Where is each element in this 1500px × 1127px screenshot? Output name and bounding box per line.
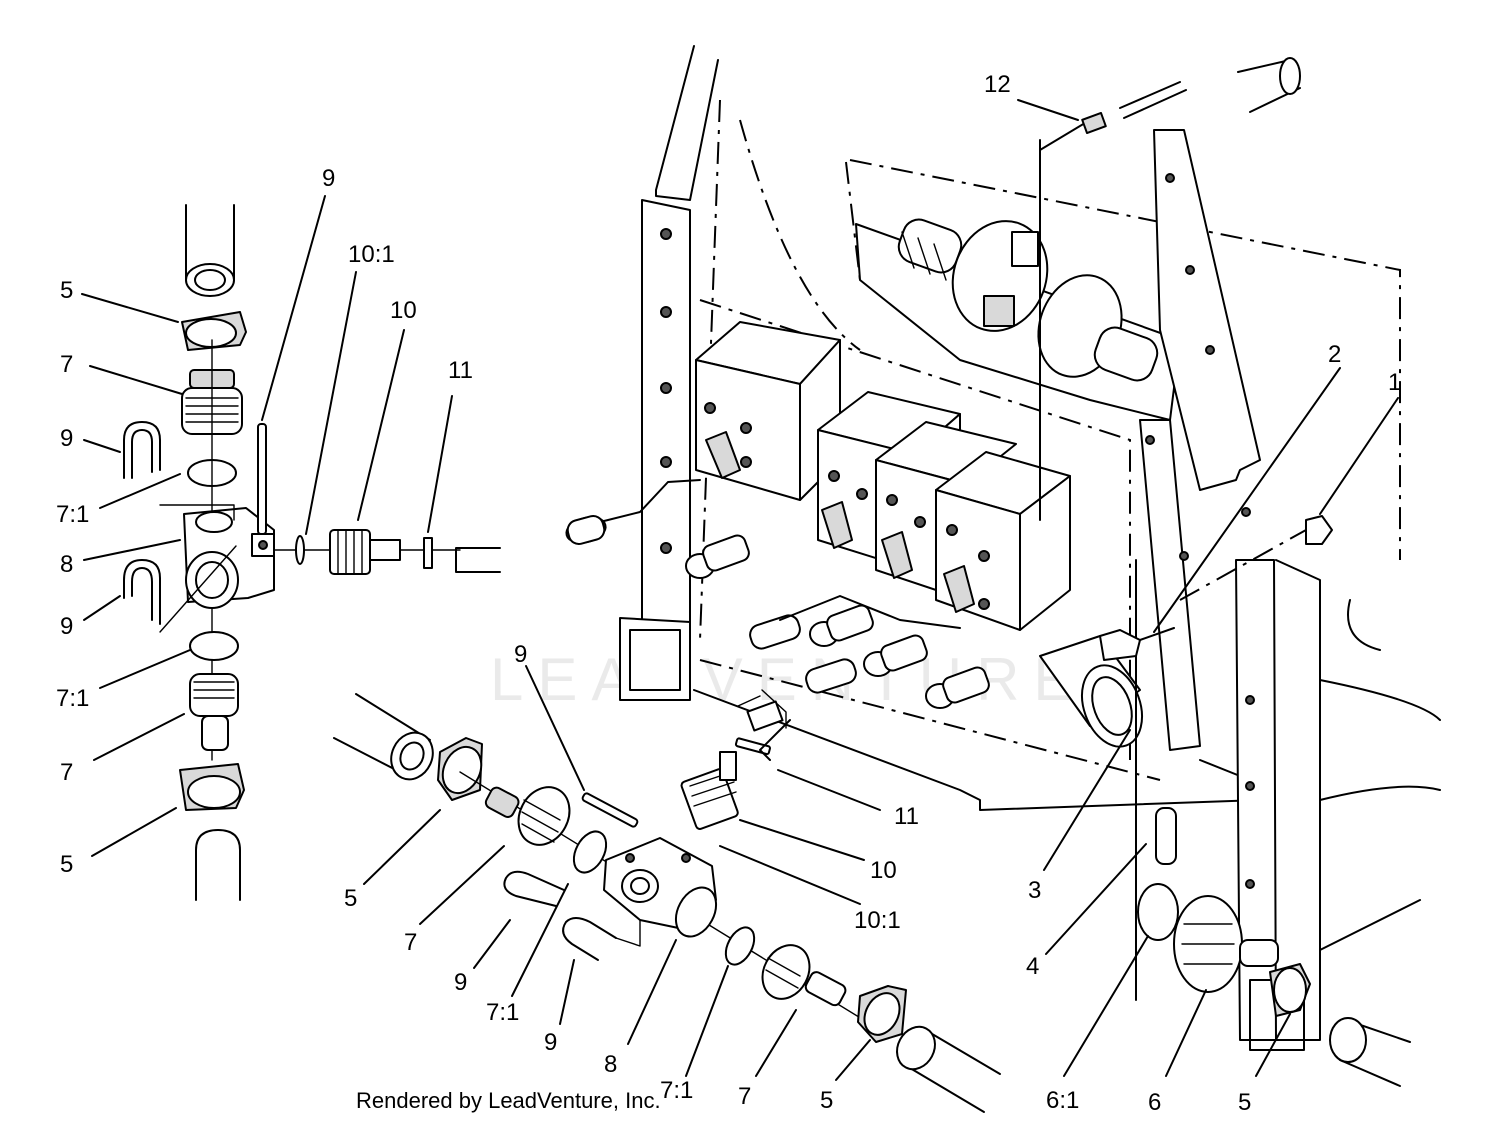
callout-7-1-left-lower: 7:1 [56, 685, 89, 712]
callout-7-left-bottom: 7 [60, 759, 73, 786]
callout-8-middle: 8 [604, 1051, 617, 1078]
callout-4: 4 [1026, 953, 1039, 980]
callout-7-middle-right: 7 [738, 1083, 751, 1110]
callout-11-middle: 11 [894, 803, 919, 830]
callout-6-1: 6:1 [1046, 1087, 1079, 1114]
callout-5-middle-left: 5 [344, 885, 357, 912]
callout-10-1-middle: 10:1 [854, 907, 901, 934]
callout-7-left-top: 7 [60, 351, 73, 378]
callout-7-middle-left: 7 [404, 929, 417, 956]
callout-6: 6 [1148, 1089, 1161, 1116]
callout-9-middle-pin: 9 [514, 641, 527, 668]
callout-7-1-middle-right: 7:1 [660, 1077, 693, 1104]
footer-credit: Rendered by LeadVenture, Inc. [356, 1088, 661, 1113]
callout-5-right: 5 [1238, 1089, 1251, 1116]
callout-5-left-top: 5 [60, 277, 73, 304]
callout-8-left: 8 [60, 551, 73, 578]
callout-10-left: 10 [390, 297, 417, 324]
leader-lines [81, 99, 1399, 1081]
left-vertical-assembly [123, 204, 501, 901]
callout-1: 1 [1388, 369, 1401, 396]
watermark: LEADVENTURE [490, 646, 1087, 713]
callout-7-1-middle-left: 7:1 [486, 999, 519, 1026]
barbed-outlets [685, 534, 990, 709]
callout-2: 2 [1328, 341, 1341, 368]
callout-5-middle-right: 5 [820, 1087, 833, 1114]
callout-12: 12 [984, 71, 1011, 98]
callout-labels: 5 7 9 7:1 8 9 7:1 7 5 9 10:1 10 11 9 5 7… [56, 71, 1401, 1116]
callout-10-1-left: 10:1 [348, 241, 395, 268]
callout-10-middle: 10 [870, 857, 897, 884]
callout-9-middle-u-lower: 9 [544, 1029, 557, 1056]
main-frame-assembly [565, 45, 1441, 1087]
callout-7-1-left-upper: 7:1 [56, 501, 89, 528]
callout-5-left-bottom: 5 [60, 851, 73, 878]
callout-9-left-lower: 9 [60, 613, 73, 640]
callout-11-left: 11 [448, 357, 473, 384]
callout-9-left-pin: 9 [322, 165, 335, 192]
callout-9-left-upper: 9 [60, 425, 73, 452]
callout-3: 3 [1028, 877, 1041, 904]
lower-middle-assembly [333, 689, 1001, 1113]
callout-9-middle-u-upper: 9 [454, 969, 467, 996]
